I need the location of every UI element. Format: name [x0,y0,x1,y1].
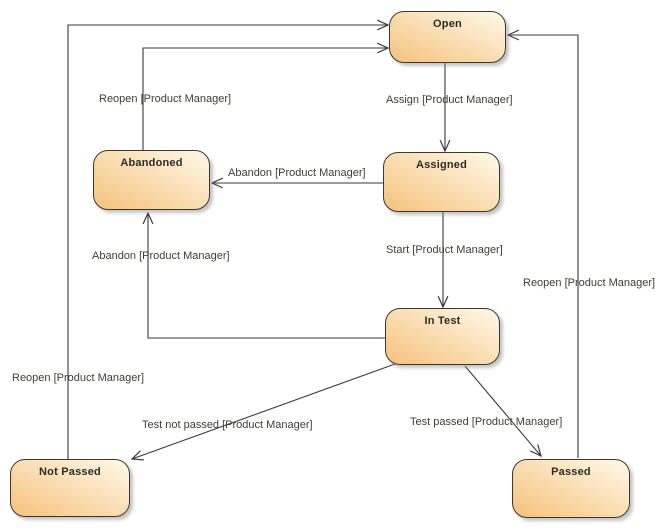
state-abandoned[interactable]: Abandoned [93,150,210,210]
state-assigned-label: Assigned [415,159,468,171]
state-not-passed[interactable]: Not Passed [10,459,130,517]
label-start-assigned-intest: Start [Product Manager] [386,244,503,256]
state-in-test[interactable]: In Test [385,308,500,365]
state-not-passed-label: Not Passed [39,466,101,478]
label-assign-open-assigned: Assign [Product Manager] [386,94,513,106]
edge-intest-passed [464,365,541,456]
edge-passed-open [508,35,579,458]
label-abandon-assigned-abandoned: Abandon [Product Manager] [228,167,366,179]
state-in-test-label: In Test [424,315,461,327]
state-passed[interactable]: Passed [512,459,630,518]
state-passed-label: Passed [551,466,591,478]
edge-intest-notpassed [132,363,396,459]
label-test-not-passed: Test not passed [Product Manager] [142,419,313,431]
edge-intest-abandoned [148,213,385,339]
label-reopen-abandoned-open: Reopen [Product Manager] [99,93,232,105]
edge-abandoned-open [142,48,388,150]
state-open[interactable]: Open [389,11,506,63]
label-test-passed: Test passed [Product Manager] [410,416,563,428]
state-open-label: Open [433,18,462,30]
edge-notpassed-open [67,25,388,460]
label-abandon-intest-abandoned: Abandon [Product Manager] [92,250,230,262]
label-reopen-passed-open: Reopen [Product Manager] [523,277,655,289]
label-reopen-notpassed-open: Reopen [Product Manager] [12,372,145,384]
state-abandoned-label: Abandoned [120,157,183,169]
state-assigned[interactable]: Assigned [383,152,500,212]
